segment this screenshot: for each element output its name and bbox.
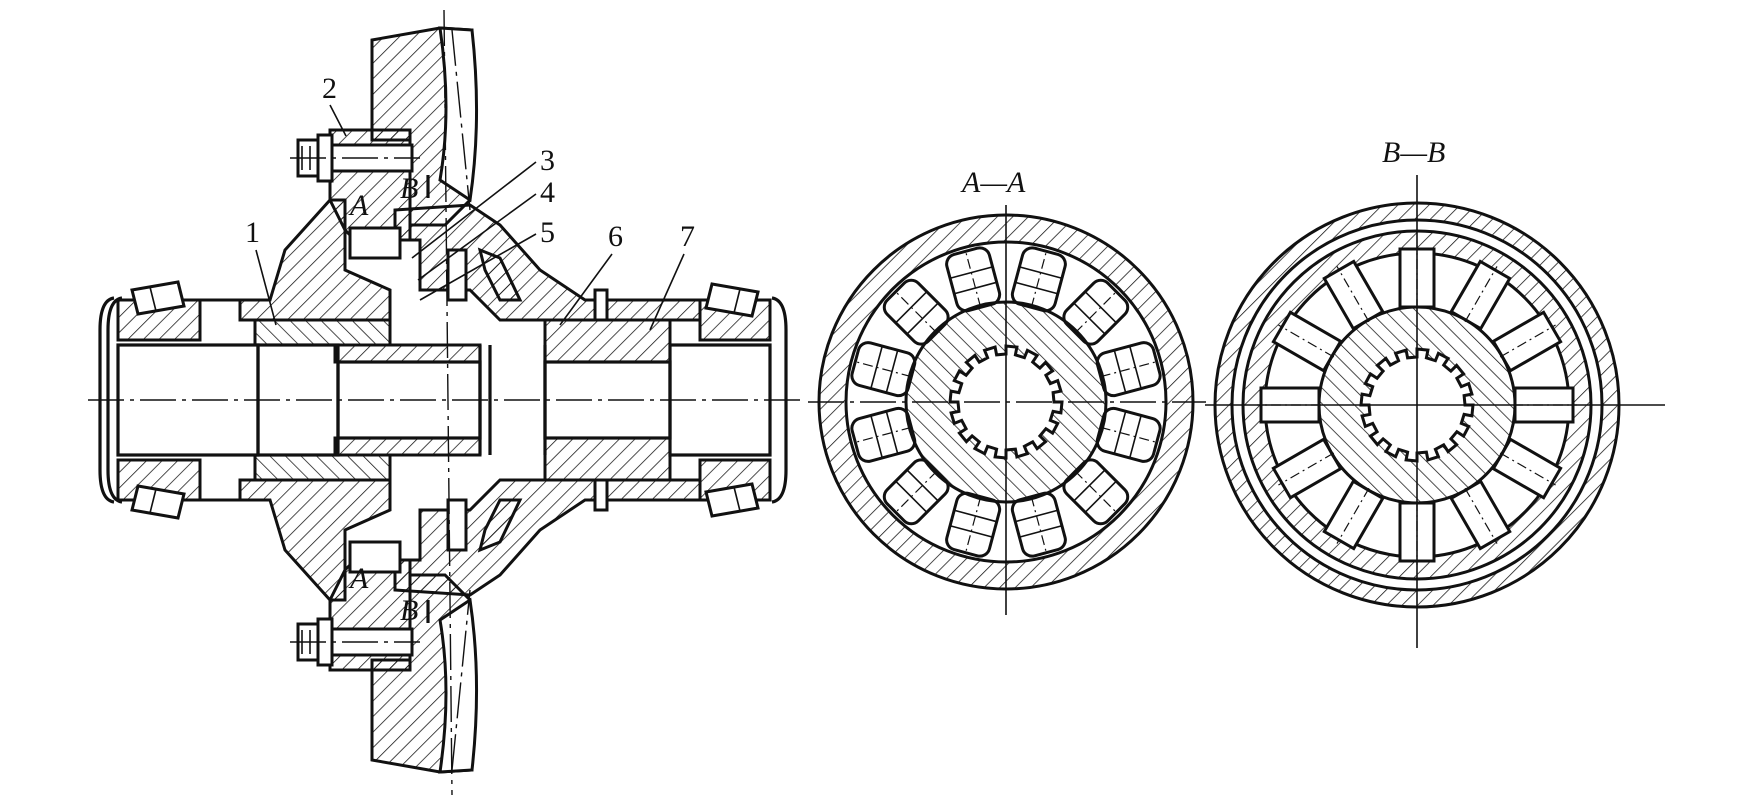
section-cut-marks: A B A B bbox=[348, 172, 430, 627]
case-left-half-bottom bbox=[200, 478, 392, 602]
case-left-half-top bbox=[200, 198, 392, 322]
section-bb-title: B—B bbox=[1382, 136, 1445, 169]
section-aa-view: A—A bbox=[808, 166, 1206, 615]
part-number-6: 6 bbox=[608, 220, 623, 253]
aa-pawl bbox=[850, 406, 917, 463]
cam-pin-top bbox=[348, 226, 402, 260]
bolt-top bbox=[290, 133, 420, 183]
section-bb-view: B—B bbox=[1205, 136, 1665, 648]
section-mark-a-top: A bbox=[348, 189, 369, 222]
section-aa-title: A—A bbox=[960, 166, 1026, 199]
section-mark-b-bottom: B bbox=[400, 594, 418, 627]
aa-pawl bbox=[1010, 246, 1067, 313]
longitudinal-section-view bbox=[88, 9, 800, 796]
part-number-4: 4 bbox=[540, 176, 555, 209]
spline-hub-left-top bbox=[333, 343, 482, 364]
bearing-right-bottom bbox=[704, 482, 760, 518]
bearing-left-top bbox=[130, 280, 186, 316]
aa-pawl bbox=[1062, 458, 1130, 526]
aa-pawl bbox=[1095, 406, 1162, 463]
section-mark-a-bottom: A bbox=[348, 562, 369, 595]
bearing-left-bottom bbox=[130, 484, 186, 520]
section-mark-b-top: B bbox=[400, 172, 418, 205]
section-aa-pawls bbox=[850, 246, 1162, 558]
section-bb-rollers bbox=[1257, 245, 1577, 565]
bearing-right-top bbox=[704, 282, 760, 318]
aa-pawl bbox=[1095, 341, 1162, 398]
bolt-bottom bbox=[290, 617, 420, 667]
spline-hub-left-bottom bbox=[333, 436, 482, 457]
part-number-2: 2 bbox=[322, 72, 337, 105]
part-number-3: 3 bbox=[540, 144, 555, 177]
spline-hub-right-bottom bbox=[543, 436, 672, 482]
part-callouts: 1 2 3 4 5 6 7 bbox=[245, 72, 695, 331]
cam-pin-bottom bbox=[348, 540, 402, 574]
case-right-half-bottom bbox=[393, 478, 702, 597]
part-number-7: 7 bbox=[680, 220, 695, 253]
side-gear-left-bottom bbox=[253, 453, 392, 482]
part-number-1: 1 bbox=[245, 216, 260, 249]
part-number-5: 5 bbox=[540, 216, 555, 249]
